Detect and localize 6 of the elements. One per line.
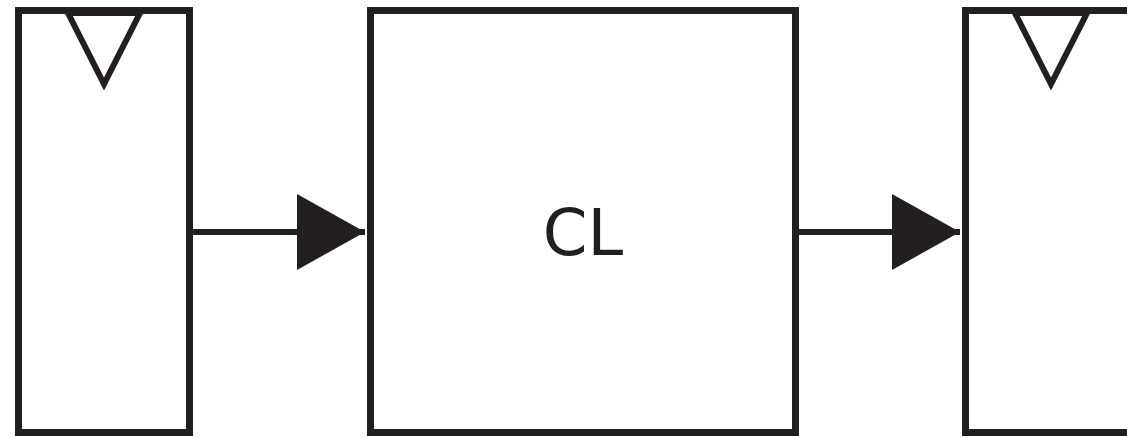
register-box: [15, 7, 193, 436]
logic-box: [367, 7, 799, 436]
register-box: [962, 7, 1127, 436]
arrow: [799, 194, 960, 270]
arrow: [193, 194, 365, 270]
block-label: CL: [542, 195, 624, 270]
